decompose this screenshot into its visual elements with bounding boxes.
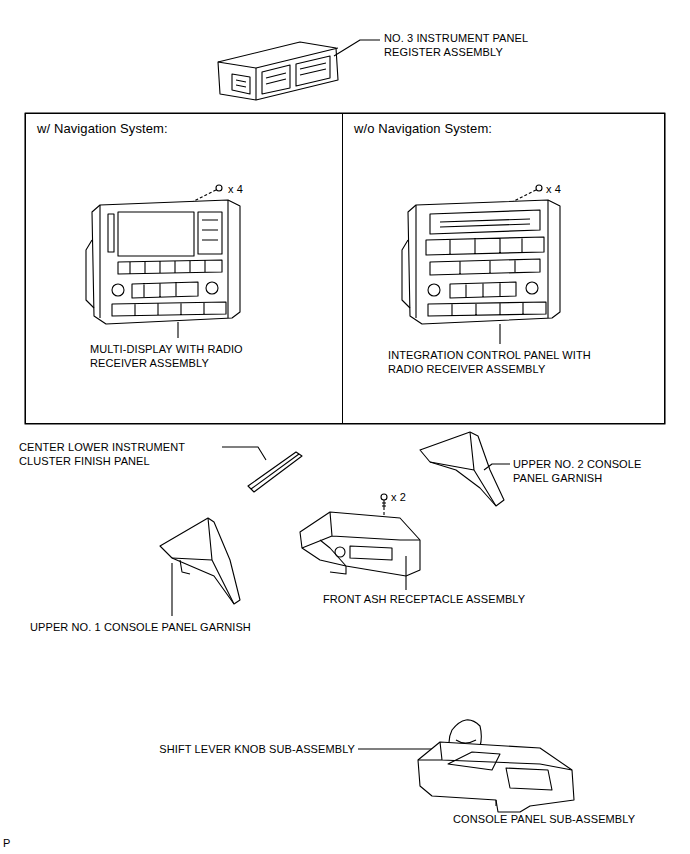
option-panel: w/o Navigation System: x 4 INTEGRATION CON… xyxy=(342,113,665,424)
quantity-label: x 4 xyxy=(546,182,586,196)
garnish-2-drawing xyxy=(420,432,510,506)
part-name: UPPER NO. 1 CONSOLE PANEL GARNISH xyxy=(30,620,280,634)
part-name: MULTI-DISPLAY WITH RADIO RECEIVER ASSEMB… xyxy=(90,342,275,370)
ash-receptacle-drawing xyxy=(300,512,420,590)
part-name: CONSOLE PANEL SUB-ASSEMBLY xyxy=(453,812,673,826)
quantity-label: x 4 xyxy=(228,182,268,196)
garnish-1-drawing xyxy=(160,518,240,616)
option-panel: w/ Navigation System: x 4 MULTI-DISPLAY WI… xyxy=(25,113,343,424)
part-name: CENTER LOWER INSTRUMENT CLUSTER FINISH P… xyxy=(19,440,219,468)
part-name: SHIFT LEVER KNOB SUB-ASSEMBLY xyxy=(140,742,355,756)
panel-heading: w/o Navigation System: xyxy=(354,121,492,137)
part-name: UPPER NO. 2 CONSOLE PANEL GARNISH xyxy=(513,457,658,485)
register-drawing xyxy=(218,40,380,100)
console-panel-drawing xyxy=(418,742,574,812)
part-name: INTEGRATION CONTROL PANEL WITH RADIO REC… xyxy=(388,348,606,376)
finish-panel-drawing xyxy=(222,447,302,492)
part-name: FRONT ASH RECEPTACLE ASSEMBLY xyxy=(323,592,583,606)
panel-heading: w/ Navigation System: xyxy=(37,121,168,137)
callout-label: x 2 xyxy=(391,490,421,504)
option-frame xyxy=(25,113,665,424)
part-name: NO. 3 INSTRUMENT PANEL REGISTER ASSEMBLY xyxy=(384,31,554,59)
callout-label: P xyxy=(3,836,23,850)
integration-panel-drawing xyxy=(402,185,560,344)
multi-display-drawing xyxy=(86,185,240,338)
